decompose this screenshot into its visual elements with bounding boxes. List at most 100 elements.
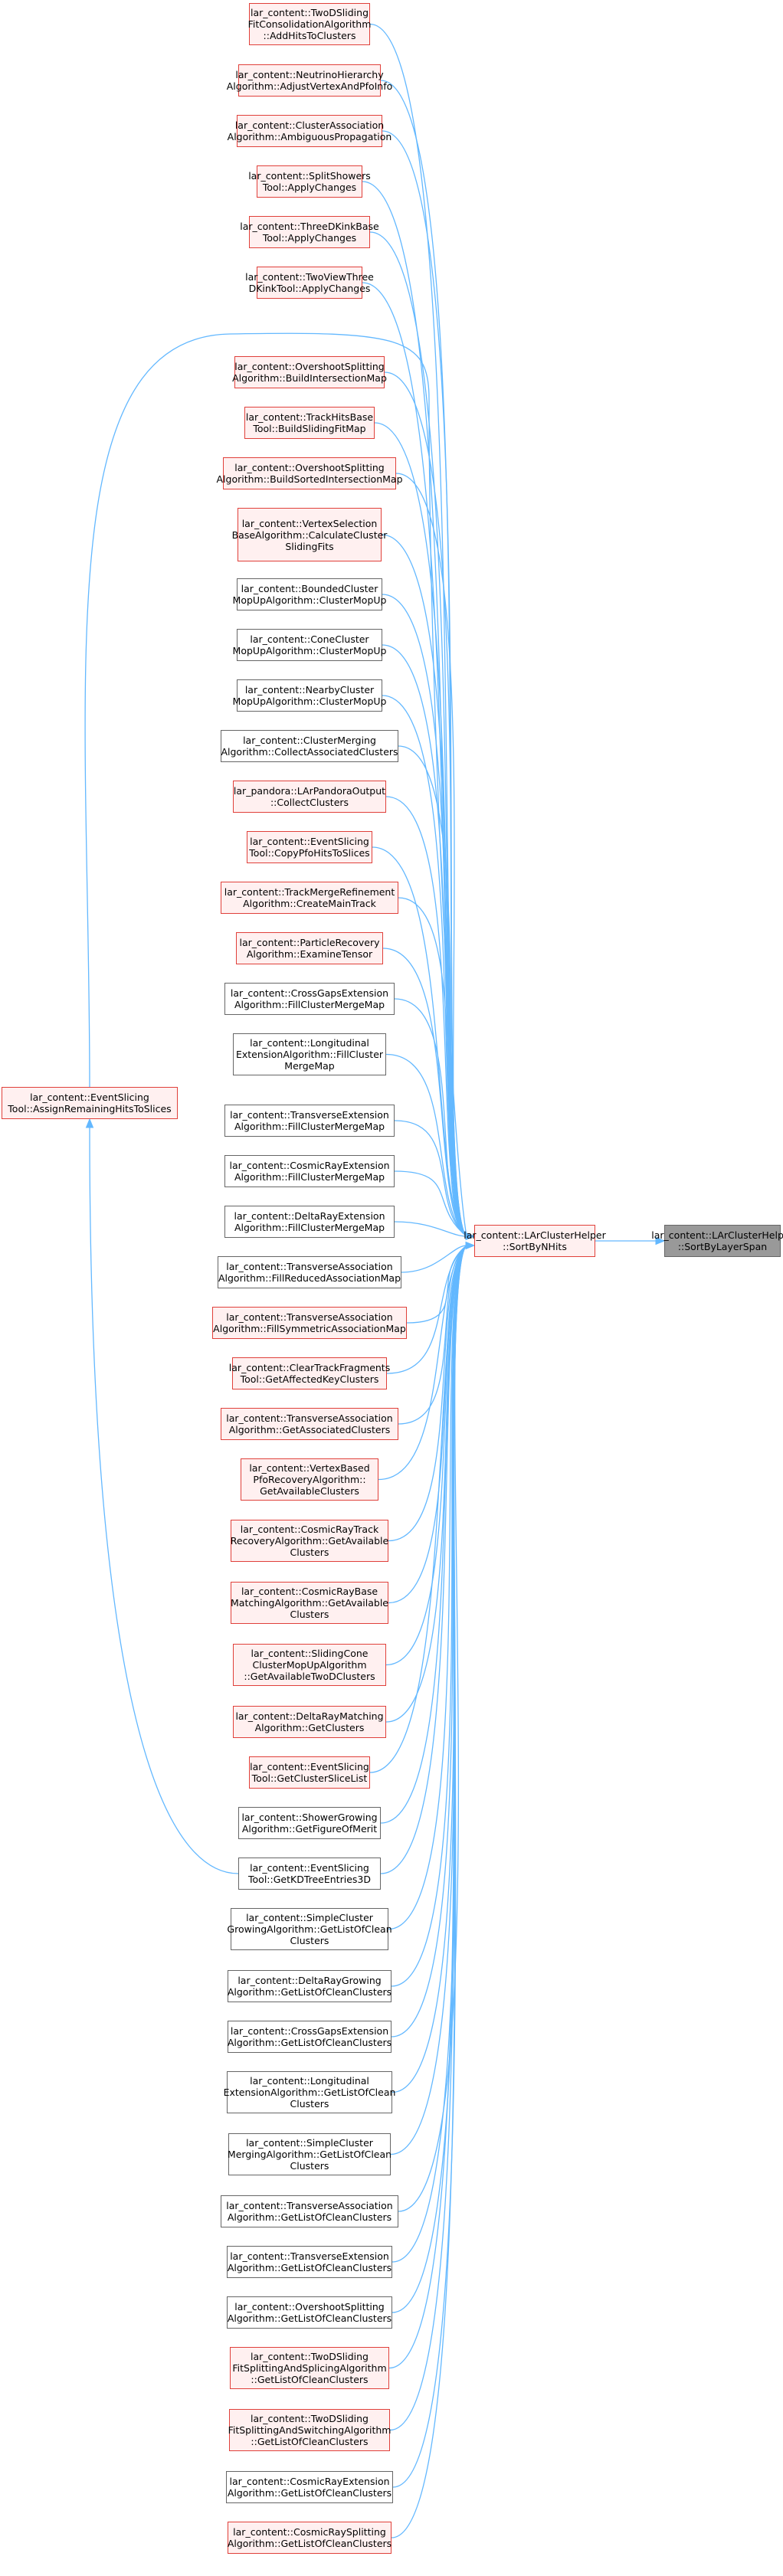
node-label-line: Algorithm::GetListOfCleanClusters xyxy=(227,1986,392,1998)
node-label-line: lar_content::SplitShowers xyxy=(248,170,371,182)
node-label-line: Algorithm::GetListOfCleanClusters xyxy=(227,2262,392,2273)
node-label-line: Algorithm::FillClusterMergeMap xyxy=(234,1121,385,1132)
node-label-line: lar_content::SlidingCone xyxy=(251,1648,369,1659)
edge-caller-to-hub xyxy=(385,796,467,1237)
edge-kdtree-to-side xyxy=(89,1126,239,1874)
node-label-line: Algorithm::FillSymmetricAssociationMap xyxy=(213,1323,406,1334)
edge-caller-to-hub xyxy=(380,1245,467,1874)
edge-caller-to-hub xyxy=(388,1245,467,1542)
node-label-line: ExtensionAlgorithm::FillCluster xyxy=(235,1049,384,1060)
node-label-line: MergeMap xyxy=(284,1060,335,1072)
node-label-line: lar_content::TransverseAssociation xyxy=(226,1261,393,1272)
node-label-line: lar_content::TransverseExtension xyxy=(230,2250,389,2262)
arrowhead xyxy=(465,1241,476,1250)
caller-node[interactable]: lar_pandora::LArPandoraOutput::CollectCl… xyxy=(233,781,386,813)
node-label-line: lar_content::NeutrinoHierarchy xyxy=(235,69,384,80)
node-label-line: lar_content::ClearTrackFragments xyxy=(228,1362,391,1373)
node-label-line: lar_content::TwoDSliding xyxy=(250,2351,369,2362)
node-label-line: lar_content::TwoDSliding xyxy=(250,2413,369,2424)
node-label-line: lar_content::TrackMergeRefinement xyxy=(224,886,395,898)
node-label-line: lar_content::CrossGapsExtension xyxy=(230,987,389,999)
node-label-line: Algorithm::GetAssociatedClusters xyxy=(228,1424,391,1435)
edge-caller-to-hub xyxy=(369,1245,467,1773)
node-label-line: Algorithm::GetClusters xyxy=(254,1722,365,1733)
node-label-line: Clusters xyxy=(290,2098,329,2110)
node-label-line: lar_content::DeltaRayExtension xyxy=(234,1210,385,1222)
node-label-line: lar_content::CosmicRayBase xyxy=(241,1586,378,1597)
target-node-sort-by-layer-span[interactable]: lar_content::LArClusterHelper::SortByLay… xyxy=(651,1225,783,1257)
node-label-line: ::GetListOfCleanClusters xyxy=(251,2374,369,2385)
node-label-line: MopUpAlgorithm::ClusterMopUp xyxy=(232,696,387,707)
edge-caller-to-hub xyxy=(391,1245,467,2538)
node-label-line: lar_content::ClusterAssociation xyxy=(234,119,385,131)
hub-node-sort-by-n-hits[interactable]: lar_content::LArClusterHelper::SortByNHi… xyxy=(464,1225,606,1257)
node-label-line: MopUpAlgorithm::ClusterMopUp xyxy=(232,645,387,656)
node-label-line: lar_content::SimpleCluster xyxy=(246,2137,373,2149)
node-label-line: Algorithm::BuildIntersectionMap xyxy=(232,372,387,384)
node-label-line: Algorithm::FillClusterMergeMap xyxy=(234,999,385,1010)
node-label-line: lar_content::OvershootSplitting xyxy=(234,361,385,372)
node-label-line: Algorithm::GetListOfCleanClusters xyxy=(227,2211,392,2223)
node-label-line: SlidingFits xyxy=(285,540,334,552)
node-label-line: Tool::GetClusterSliceList xyxy=(251,1772,368,1784)
node-label-line: lar_content::CrossGapsExtension xyxy=(230,2025,389,2037)
node-label-line: GrowingAlgorithm::GetListOfClean xyxy=(227,1923,392,1935)
edge-caller-to-hub xyxy=(382,130,467,1237)
node-label-line: lar_content::CosmicRayExtension xyxy=(229,2476,390,2487)
node-label-line: lar_content::OvershootSplitting xyxy=(234,462,385,473)
node-label-line: Algorithm::GetListOfCleanClusters xyxy=(227,2487,392,2499)
node-label-line: lar_content::NearbyCluster xyxy=(244,684,375,696)
node-label-line: lar_content::EventSlicing xyxy=(250,1761,369,1772)
node-label-line: lar_content::CosmicRayTrack xyxy=(240,1524,379,1535)
node-label-line: lar_content::LArClusterHelper xyxy=(651,1229,783,1241)
node-label-line: lar_content::TwoViewThree xyxy=(245,271,374,283)
